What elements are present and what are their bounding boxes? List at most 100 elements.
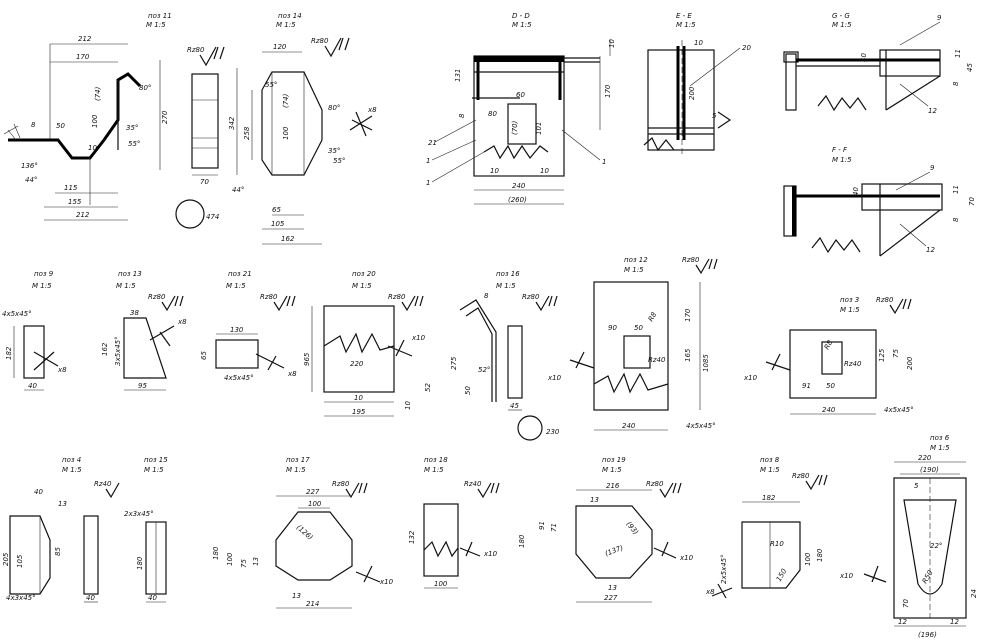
dim-200-3: 200 (906, 356, 914, 370)
dim-chamfer-15: 2x3x45° (124, 510, 154, 518)
dim-227-19: 227 (604, 594, 618, 602)
dim-60: 60 (516, 91, 525, 99)
weld-x10-17: x10 (379, 578, 394, 586)
dim-85: 85 (54, 547, 62, 556)
secf-title: F - F (832, 146, 848, 154)
weld-x8-8: x8 (705, 588, 715, 596)
poz11-scale: M 1:5 (146, 21, 166, 29)
secg-title: G - G (832, 12, 850, 20)
poz4-title: поз 4 (62, 456, 81, 464)
dim-45: 45 (966, 63, 974, 72)
weld-x8-21: x8 (287, 370, 297, 378)
leader-21: 21 (428, 139, 437, 147)
poz18-scale: M 1:5 (424, 466, 444, 474)
dim-70-d: (70) (511, 120, 519, 135)
roughness-rz80: Rz80 (187, 46, 205, 54)
view-poz4: поз 4 M 1:5 40 13 205 105 85 4x3x45° 40 (2, 456, 99, 603)
dim-965: 965 (303, 352, 311, 366)
view-poz3: поз 3 M 1:5 Rz80 R8 Rz40 125 75 200 91 5… (743, 296, 914, 415)
dim-10: 10 (88, 144, 97, 152)
dim-40-g: 40 (860, 53, 868, 62)
dim-10-e: 10 (694, 39, 703, 47)
poz16-title: поз 16 (496, 270, 520, 278)
view-poz11-side: Rz80 70 474 (175, 46, 225, 229)
angle-52: 52° (478, 366, 490, 374)
leader-12-f: 12 (926, 246, 935, 254)
leader-12-g: 12 (928, 107, 937, 115)
dim-180-8: 180 (816, 548, 824, 562)
dim-1085: 1085 (702, 354, 710, 372)
view-section-d: D - D M 1:5 10 8 131 170 60 80 (70) 101 … (426, 12, 616, 205)
poz3-roughness: Rz80 (876, 296, 894, 304)
dim-162: 162 (281, 235, 295, 243)
dim-45-16: 45 (510, 402, 519, 410)
dim-74: (74) (94, 86, 102, 101)
dim-chamfer-3: 4x5x45° (884, 406, 914, 414)
dim-65-21: 65 (200, 351, 208, 360)
radius-r8-3: R8 (823, 338, 835, 351)
poz3-title: поз 3 (840, 296, 859, 304)
view-poz9: поз 9 M 1:5 4x5x45° 182 40 x8 (2, 270, 67, 391)
weld-x8: x8 (367, 106, 377, 114)
dim-125: 125 (878, 348, 886, 362)
dim-65: 65 (272, 206, 281, 214)
poz15-scale: M 1:5 (144, 466, 164, 474)
dim-205: 205 (2, 552, 10, 566)
dim-90: 90 (608, 324, 617, 332)
weld-x10-19: x10 (679, 554, 694, 562)
view-poz6: поз 6 M 1:5 220 (190) 5 22° R50 70 12 12… (839, 434, 978, 639)
poz11-title: поз 11 (148, 12, 172, 20)
dim-100-17: 100 (308, 500, 322, 508)
dim-10-20-b: 10 (404, 401, 412, 410)
dim-24: 24 (970, 589, 978, 598)
dim-132: 132 (408, 530, 416, 544)
dim-10-d-a: 10 (490, 167, 499, 175)
dim-chamfer-4: 4x3x45° (6, 594, 36, 602)
poz18-title: поз 18 (424, 456, 448, 464)
dim-137: (137) (604, 544, 625, 558)
dim-100-17-v: 100 (226, 552, 234, 566)
dim-75: 75 (892, 349, 900, 358)
dim-chamfer-12: 4x5x45° (686, 422, 716, 430)
dim-240-d: 240 (512, 182, 526, 190)
dim-chamfer-8: 2x5x45° (720, 554, 728, 584)
dim-75-17: 75 (240, 559, 248, 568)
dim-50-12: 50 (634, 324, 643, 332)
weld-x10-20: x10 (411, 334, 426, 342)
dim-170-12: 170 (684, 308, 692, 322)
dim-8: 8 (31, 121, 36, 129)
dim-50-3: 50 (826, 382, 835, 390)
roughness-rz40-12: Rz40 (648, 356, 666, 364)
dim-5-6: 5 (914, 482, 919, 490)
poz15-roughness: Rz40 (94, 480, 112, 488)
sece-title: E - E (676, 12, 692, 20)
view-section-e: E - E M 1:5 10 20 200 5 (643, 12, 751, 156)
dim-130: 130 (230, 326, 244, 334)
dim-13-19-b: 13 (608, 584, 617, 592)
secd-title: D - D (512, 12, 530, 20)
secd-scale: M 1:5 (512, 21, 532, 29)
dim-10-d-b: 10 (540, 167, 549, 175)
weld-x10-12: x10 (547, 374, 562, 382)
radius-r50: R50 (921, 569, 935, 585)
dim-180-15: 180 (136, 556, 144, 570)
radius-r8: R8 (647, 310, 659, 323)
dim-8-16: 8 (484, 292, 489, 300)
dim-91-19: 91 (538, 521, 546, 530)
dim-chamfer-21: 4x5x45° (224, 374, 254, 382)
dim-270: 270 (161, 110, 169, 124)
view-poz13: поз 13 M 1:5 Rz80 38 162 3x5x45° 95 x8 (101, 270, 187, 391)
dim-12-6-b: 12 (950, 618, 959, 626)
poz21-title: поз 21 (228, 270, 252, 278)
angle-44-b: 44° (232, 186, 244, 194)
leader-1-b: 1 (426, 179, 430, 187)
poz20-title: поз 20 (352, 270, 376, 278)
dim-52: 52 (424, 383, 432, 392)
angle-55: 55° (128, 140, 140, 148)
dim-180-19: 180 (518, 534, 526, 548)
dim-100-b: 100 (282, 126, 290, 140)
dim-40-15: 40 (148, 594, 157, 602)
dim-13-19: 13 (590, 496, 599, 504)
weld-x10-3: x10 (743, 374, 758, 382)
